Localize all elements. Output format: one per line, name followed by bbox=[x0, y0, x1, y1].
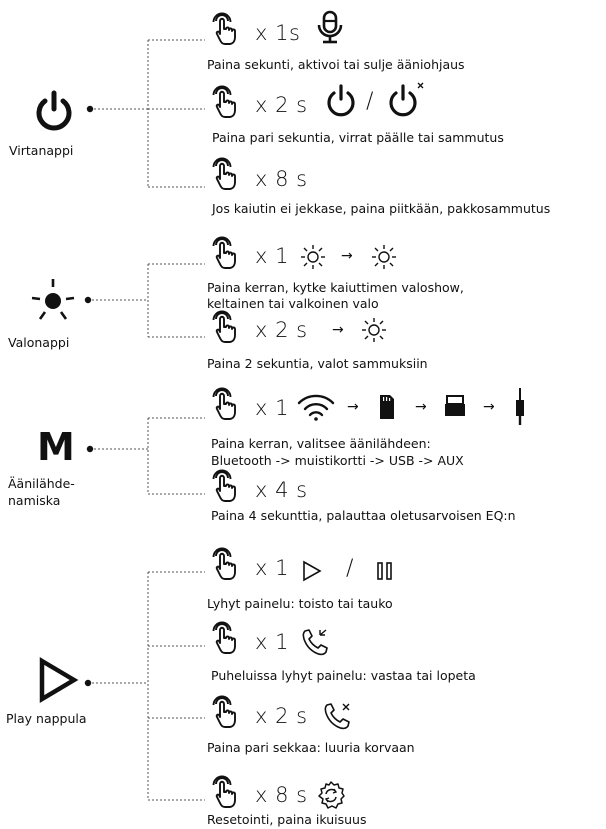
press-duration: x 2 s bbox=[255, 93, 308, 117]
wifi-icon bbox=[297, 394, 335, 421]
hand-press-icon bbox=[212, 12, 236, 45]
hand-press-icon bbox=[212, 547, 236, 580]
hand-press-icon bbox=[212, 236, 236, 269]
hand-press-icon bbox=[212, 85, 236, 118]
sd-card-icon bbox=[380, 395, 394, 419]
phone-answer-icon bbox=[302, 629, 328, 656]
pause-icon bbox=[377, 562, 392, 580]
press-duration: x 1 bbox=[255, 396, 289, 420]
hand-press-icon bbox=[212, 775, 236, 808]
hand-press-icon bbox=[212, 387, 236, 420]
group-label-valonappi: Valonappi bbox=[8, 335, 70, 350]
press-duration: x 8 s bbox=[255, 167, 308, 191]
action-desc-line2: keltainen tai valkoinen valo bbox=[207, 296, 379, 311]
power-icon bbox=[36, 90, 72, 131]
aux-jack-icon bbox=[516, 388, 524, 425]
action-desc: Resetointi, paina ikuisuus bbox=[207, 812, 367, 827]
light-icon bbox=[31, 279, 75, 320]
action-desc-line1: Paina kerran, kytke kaiuttimen valoshow, bbox=[207, 280, 464, 295]
separator: / bbox=[346, 556, 354, 581]
arrow: → bbox=[347, 399, 359, 415]
group-label-virtanappi: Virtanappi bbox=[9, 143, 74, 158]
play-icon bbox=[303, 560, 322, 582]
action-desc-line1: Paina kerran, valitsee äänilähdeen: bbox=[211, 436, 431, 451]
hand-press-icon bbox=[212, 157, 236, 190]
press-duration: x 2 s bbox=[255, 318, 308, 342]
hand-press-icon bbox=[212, 621, 236, 654]
sun-icon bbox=[371, 244, 397, 270]
press-duration: x 1s bbox=[255, 21, 301, 45]
separator: / bbox=[366, 89, 374, 114]
phone-hangup-icon bbox=[324, 703, 350, 730]
action-desc: Paina pari sekuntia, virrat päälle tai s… bbox=[212, 130, 504, 145]
press-duration: x 8 s bbox=[255, 783, 308, 807]
action-desc: Jos kaiutin ei jekkase, paina piitkään, … bbox=[212, 201, 551, 216]
reset-icon bbox=[318, 781, 345, 809]
source-knob-icon: M bbox=[37, 425, 75, 469]
group-label-line2: namiska bbox=[8, 493, 61, 508]
press-duration: x 1 bbox=[255, 244, 289, 268]
arrow: → bbox=[341, 248, 353, 264]
press-duration: x 1 bbox=[255, 556, 289, 580]
action-desc: Paina 2 sekuntia, valot sammuksiin bbox=[207, 356, 428, 371]
action-desc: Paina sekunti, aktivoi tai sulje ääniohj… bbox=[207, 57, 465, 72]
hand-press-icon bbox=[212, 310, 236, 343]
power-icon bbox=[327, 84, 355, 117]
action-desc: Lyhyt painelu: toisto tai tauko bbox=[207, 596, 393, 611]
hand-press-icon bbox=[212, 469, 236, 502]
group-label-play: Play nappula bbox=[6, 711, 87, 726]
action-desc: Paina pari sekkaa: luuria korvaan bbox=[207, 740, 415, 755]
arrow: → bbox=[483, 399, 495, 415]
arrow: → bbox=[332, 322, 344, 338]
play-icon bbox=[39, 657, 79, 703]
sun-icon bbox=[300, 244, 326, 270]
press-duration: x 2 s bbox=[255, 704, 308, 728]
press-duration: x 4 s bbox=[255, 478, 308, 502]
power-off-icon bbox=[389, 82, 424, 117]
hand-press-icon bbox=[212, 695, 236, 728]
action-desc-line2: Bluetooth -> muistikortti -> USB -> AUX bbox=[211, 453, 464, 468]
action-desc: Paina 4 sekunttia, palauttaa oletusarvoi… bbox=[211, 508, 516, 523]
sun-icon bbox=[361, 317, 387, 343]
press-duration: x 1 bbox=[255, 630, 289, 654]
usb-icon bbox=[445, 395, 465, 416]
group-label-line1: Äänilähde- bbox=[8, 476, 75, 491]
arrow: → bbox=[415, 399, 427, 415]
microphone-icon bbox=[317, 10, 343, 44]
action-desc: Puheluissa lyhyt painelu: vastaa tai lop… bbox=[211, 668, 476, 683]
